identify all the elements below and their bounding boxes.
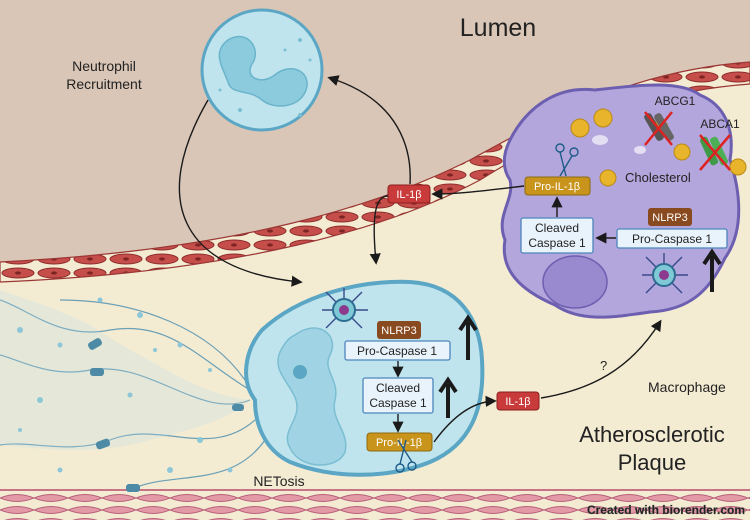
up-arrow-nlrp3-macrophage xyxy=(702,248,722,292)
arrow-proil-to-secreted-il1b xyxy=(433,395,497,443)
lumen-neutrophil-nucleus xyxy=(218,35,308,107)
neutrophil-recruitment-label-2: Recruitment xyxy=(66,76,142,92)
neutrophil-pro-caspase-box: Pro-Caspase 1 xyxy=(344,340,451,361)
arrow-il1b-to-lumen-neutrophil xyxy=(327,75,411,185)
svg-text:Pro-IL-1β: Pro-IL-1β xyxy=(376,437,422,449)
netosis-label: NETosis xyxy=(253,473,304,489)
neutrophil-cleaved-caspase-box: Cleaved Caspase 1 xyxy=(362,377,434,414)
arrow-recruitment xyxy=(178,99,303,287)
lumen-label: Lumen xyxy=(460,14,536,42)
inflammasome-icon-neutrophil xyxy=(322,288,368,329)
svg-text:IL-1β: IL-1β xyxy=(505,396,530,408)
caspase-scissors-neutrophil xyxy=(395,439,417,473)
net-histone-markers xyxy=(88,338,244,492)
lumen-neutrophil xyxy=(200,8,324,132)
cholesterol-label: Cholesterol xyxy=(625,170,691,185)
svg-text:NLRP3: NLRP3 xyxy=(652,212,687,224)
macrophage-pro-il1b-tag: Pro-IL-1β xyxy=(524,176,591,196)
svg-text:Pro-Caspase 1: Pro-Caspase 1 xyxy=(357,344,437,358)
abcg1-label: ABCG1 xyxy=(655,94,696,108)
question-mark-label: ? xyxy=(600,358,607,373)
net-fragments xyxy=(0,290,250,450)
neutrophil-recruitment-label: Neutrophil xyxy=(72,58,136,74)
macrophage-nucleus xyxy=(542,255,608,309)
svg-text:IL-1β: IL-1β xyxy=(396,189,421,201)
plaque-label-2: Plaque xyxy=(618,450,687,475)
lumen-region xyxy=(0,0,750,262)
macrophage-cleaved-caspase-box: Cleaved Caspase 1 xyxy=(520,217,594,254)
macrophage-nlrp3-tag: NLRP3 xyxy=(648,208,692,226)
plaque-label: Atherosclerotic xyxy=(579,422,725,447)
neutrophil-nucleus xyxy=(277,327,347,466)
svg-text:Pro-Caspase 1: Pro-Caspase 1 xyxy=(632,232,712,246)
svg-text:NLRP3: NLRP3 xyxy=(381,325,416,337)
up-arrow-caspase-neutrophil xyxy=(438,376,458,418)
cholesterol-droplets xyxy=(570,108,747,187)
svg-text:Caspase 1: Caspase 1 xyxy=(369,396,427,410)
smooth-muscle-layer xyxy=(0,490,750,520)
macrophage-pro-caspase-box: Pro-Caspase 1 xyxy=(616,228,728,249)
abcg1-transporter-icon xyxy=(644,111,674,146)
il1b-secreted-tag: IL-1β xyxy=(496,391,540,411)
abca1-transporter-icon xyxy=(699,134,731,171)
svg-text:Caspase 1: Caspase 1 xyxy=(528,236,586,250)
il1b-endothelium-tag: IL-1β xyxy=(387,184,431,204)
arrow-il1b-to-macrophage xyxy=(540,319,662,399)
svg-text:Created with biorender.com: Created with biorender.com xyxy=(587,503,745,517)
arrow-mac-proil-to-il1b xyxy=(431,185,525,200)
svg-text:Cleaved: Cleaved xyxy=(376,381,420,395)
svg-text:Pro-IL-1β: Pro-IL-1β xyxy=(534,181,580,193)
neutrophil-nlrp3-tag: NLRP3 xyxy=(377,321,421,339)
up-arrow-nlrp3-neutrophil xyxy=(458,314,478,360)
biorender-credit: Created with biorender.com xyxy=(587,503,745,517)
arrow-il1b-to-neutrophil xyxy=(369,195,389,265)
abca1-label: ABCA1 xyxy=(700,117,740,131)
svg-text:Cleaved: Cleaved xyxy=(535,221,579,235)
macrophage-label: Macrophage xyxy=(648,379,726,395)
inflammasome-icon-macrophage xyxy=(642,253,688,294)
net-granules xyxy=(17,297,233,473)
caspase-scissors-macrophage xyxy=(555,143,579,177)
